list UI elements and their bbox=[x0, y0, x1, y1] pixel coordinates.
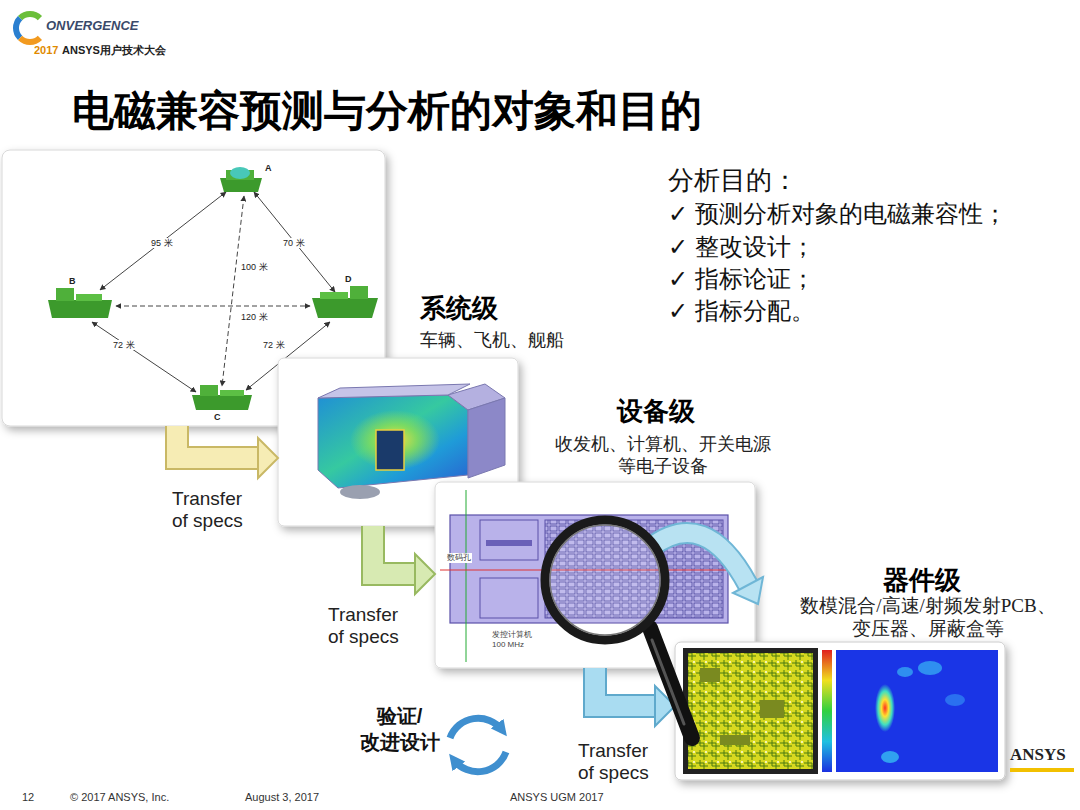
arrow-body bbox=[177, 426, 260, 458]
purpose-item: ✓ 指标分配。 bbox=[668, 297, 815, 325]
system-level-card: 系统级车辆、飞机、舰船 bbox=[2, 150, 385, 426]
logo-event: ANSYS用户技术大会 bbox=[62, 44, 166, 57]
port-label: 数码孔 bbox=[446, 553, 472, 563]
distance-label: 100 米 bbox=[240, 262, 269, 272]
arrow-head bbox=[258, 438, 278, 478]
ship-d bbox=[312, 286, 378, 318]
ship-name: D bbox=[344, 274, 353, 284]
page-number: 12 bbox=[22, 791, 34, 804]
transfer-arrow bbox=[177, 426, 278, 478]
logo-bar bbox=[1010, 768, 1074, 772]
board-layout bbox=[440, 490, 750, 662]
arrow-body bbox=[373, 526, 417, 574]
distance-label: 72 米 bbox=[262, 340, 286, 350]
arrow-outline bbox=[373, 526, 417, 574]
footer-date: August 3, 2017 bbox=[245, 791, 319, 804]
distance-label: 120 米 bbox=[240, 312, 269, 322]
board-label: 发控计算机 100 MHz bbox=[491, 630, 539, 649]
ship-name: C bbox=[213, 412, 222, 422]
level-heading: 设备级 bbox=[617, 396, 695, 427]
cycle-arrows bbox=[450, 718, 506, 771]
arrow-outline bbox=[177, 426, 260, 458]
logo-year: 2017 bbox=[34, 44, 58, 57]
purpose-item: ✓ 预测分析对象的电磁兼容性； bbox=[668, 200, 1007, 228]
ship-b bbox=[48, 288, 112, 318]
ship-a bbox=[220, 167, 262, 192]
pcb-picture bbox=[683, 648, 818, 774]
purpose-item: ✓ 指标论证； bbox=[668, 265, 815, 293]
layout-card: 数码孔发控计算机 100 MHz bbox=[435, 482, 755, 668]
arrow-body bbox=[595, 668, 657, 706]
arrow-head bbox=[415, 554, 435, 594]
distance-label: 95 米 bbox=[150, 238, 174, 248]
transfer-label: Transfer of specs bbox=[328, 604, 414, 648]
component-level-card: 器件级数模混合/高速/射频发射PCB、 变压器、屏蔽盒等 bbox=[675, 642, 1005, 780]
transfer-label: Transfer of specs bbox=[172, 488, 258, 532]
distance-label: 72 米 bbox=[112, 340, 136, 350]
logo-ring bbox=[16, 14, 40, 42]
level-examples: 收发机、计算机、开关电源 等电子设备 bbox=[530, 434, 795, 477]
transfer-arrow bbox=[373, 526, 435, 594]
purpose-heading: 分析目的： bbox=[668, 166, 798, 196]
slide-title: 电磁兼容预测与分析的对象和目的 bbox=[72, 86, 702, 136]
component-card bbox=[675, 642, 1005, 780]
footer-event: ANSYS UGM 2017 bbox=[510, 791, 604, 804]
ship-name: B bbox=[68, 276, 77, 286]
purpose-item: ✓ 整改设计； bbox=[668, 233, 815, 261]
ship-name: A bbox=[264, 163, 273, 173]
magnifier bbox=[545, 520, 692, 738]
level-examples: 数模混合/高速/射频发射PCB、 变压器、屏蔽盒等 bbox=[778, 595, 1078, 641]
ship-c bbox=[192, 385, 252, 410]
copyright: © 2017 ANSYS, Inc. bbox=[70, 791, 169, 804]
ansys-logo-text: ANSYS bbox=[1010, 745, 1066, 765]
layout-card bbox=[435, 482, 755, 668]
field-map bbox=[822, 650, 998, 772]
distance-label: 70 米 bbox=[282, 238, 306, 248]
level-examples: 车辆、飞机、舰船 bbox=[420, 330, 564, 352]
level-heading: 器件级 bbox=[883, 565, 961, 596]
level-heading: 系统级 bbox=[420, 293, 498, 324]
arrow-outline bbox=[595, 668, 657, 706]
logo-word: ONVERGENCE bbox=[46, 19, 138, 34]
transfer-label: Transfer of specs bbox=[578, 740, 664, 784]
equipment-level-card: 设备级收发机、计算机、开关电源 等电子设备 bbox=[278, 358, 518, 526]
cycle-label: 验证/ 改进设计 bbox=[352, 703, 447, 755]
